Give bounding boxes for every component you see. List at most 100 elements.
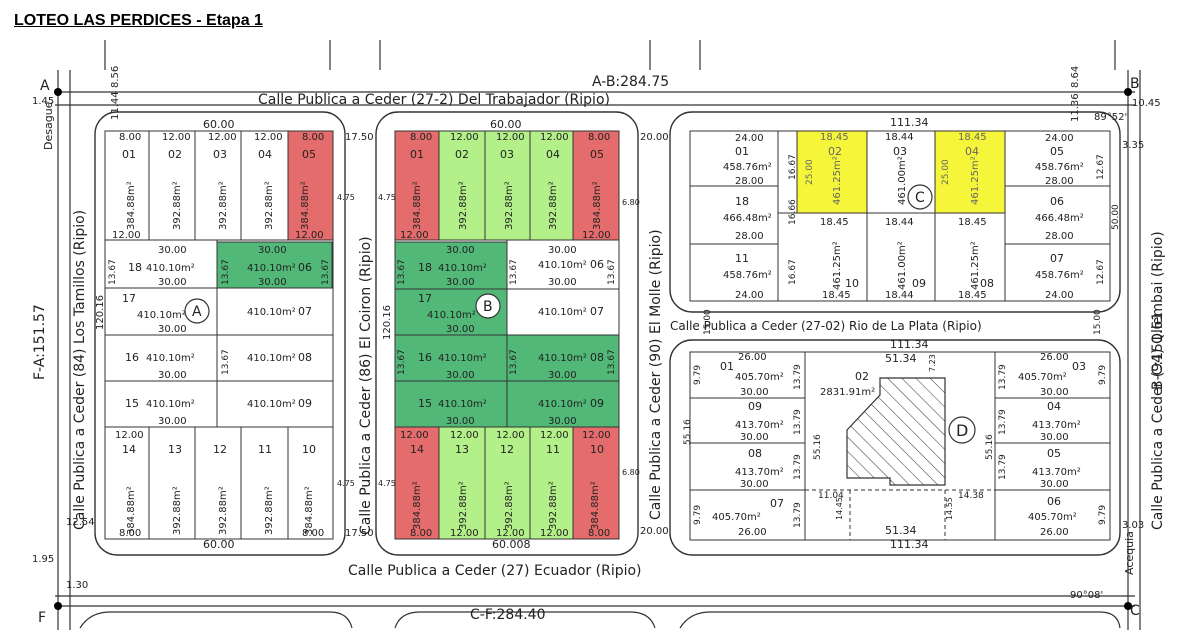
block-a-letter: A [192, 304, 202, 320]
lot-b04-fill [529, 130, 574, 241]
lot-a18-width2: 30.00 [158, 277, 187, 288]
lot-d03-number: 03 [1072, 360, 1086, 373]
lot-d-side-10: 9.79 [1098, 365, 1108, 385]
lot-c04-depth: 25.00 [941, 159, 951, 185]
lot-b16-width: 30.00 [446, 370, 475, 381]
lot-b18-width2: 30.00 [446, 277, 475, 288]
lot-c02-width: 18.45 [820, 132, 849, 143]
lot-b15-area: 410.10m² [438, 399, 487, 410]
block-d-top-width: 111.34 [890, 338, 929, 351]
lot-d06-number: 06 [1047, 495, 1061, 508]
lot-a16-area: 410.10m² [146, 353, 195, 364]
lot-b12-width: 12.00 [496, 430, 525, 441]
lot-a08-number: 08 [298, 351, 312, 364]
lot-b09-number: 09 [590, 397, 604, 410]
lot-c02-depth: 25.00 [805, 159, 815, 185]
building-hatch [846, 377, 946, 486]
lot-b05-number: 05 [590, 148, 604, 161]
lot-d-side-4: 13.79 [793, 502, 803, 528]
lot-b03-area: 392.88m² [504, 181, 515, 230]
lot-c05-width: 24.00 [1045, 133, 1074, 144]
lot-a04-width: 12.00 [254, 132, 283, 143]
lot-b11-width: 12.00 [540, 430, 569, 441]
lot-d06-width: 26.00 [1040, 527, 1069, 538]
perimeter-cf: C-F:284.40 [470, 607, 546, 623]
lot-b09-width: 30.00 [548, 416, 577, 427]
lot-d04-area: 413.70m² [1032, 420, 1081, 431]
lot-a10-number: 10 [302, 443, 316, 456]
lot-a17-number: 17 [122, 292, 136, 305]
edge-angle-top: 89°52' [1094, 112, 1127, 123]
lot-c-mid-width: 18.45 [820, 217, 849, 228]
lot-d-side-8: 13.79 [998, 409, 1008, 435]
lot-c01-width: 24.00 [735, 133, 764, 144]
lot-a07-area: 410.10m² [247, 307, 296, 318]
lot-a15-width: 30.00 [158, 416, 187, 427]
lot-c18-area: 466.48m² [723, 213, 772, 224]
lot-a08-area: 410.10m² [247, 353, 296, 364]
edge-1136: 11.36 [1070, 93, 1081, 122]
lot-b-side-h5: 13.67 [509, 349, 519, 375]
lot-b11-number: 11 [546, 443, 560, 456]
block-b-outline [375, 111, 639, 556]
corner-b-label: B [1130, 76, 1140, 92]
edge-145: 1.45 [32, 96, 54, 107]
lot-c03-width: 18.44 [885, 132, 914, 143]
lot-c07-area: 458.76m² [1035, 270, 1084, 281]
lot-d-side-6: 9.79 [693, 505, 703, 525]
lot-a03-number: 03 [213, 148, 227, 161]
lot-b18-width: 30.00 [446, 245, 475, 256]
lot-a-top-bottom-width2: 12.00 [295, 230, 324, 241]
lot-c04-width: 18.45 [958, 132, 987, 143]
street-el-molle: Calle Publica a Ceder (90) El Molle (Rip… [648, 229, 664, 520]
lot-b09-fill [506, 380, 620, 428]
lot-a04-area: 392.88m² [264, 181, 275, 230]
lot-c-side-2: 16.66 [788, 199, 798, 225]
lot-d05-depth: 30.00 [1040, 479, 1069, 490]
lot-a18-area: 410.10m² [146, 263, 195, 274]
block-b-bottom-width: 60.008 [492, 538, 531, 551]
corner-markers [54, 88, 1132, 610]
block-d-center-bottom: 51.34 [885, 524, 917, 537]
lot-b11-bottom: 12.00 [540, 528, 569, 539]
edge-angle-bottom: 90°08' [1070, 590, 1103, 601]
lot-b-side-h4: 13.67 [397, 349, 407, 375]
lot-d08-area: 413.70m² [735, 467, 784, 478]
street-left: Calle Publica a Ceder (84) Los Tamillos … [72, 210, 88, 530]
lot-d04-number: 04 [1047, 400, 1061, 413]
edge-1045: 10.45 [1132, 98, 1161, 109]
lot-d-depth-left: 55.16 [683, 419, 693, 445]
edge-1500-b: 15.00 [1093, 309, 1103, 335]
edge-335: 3.35 [1122, 140, 1144, 151]
lot-a18-number: 18 [128, 261, 142, 274]
lot-a14-width: 12.00 [115, 430, 144, 441]
lot-a04-number: 04 [258, 148, 272, 161]
page-title: LOTEO LAS PERDICES - Etapa 1 [14, 12, 263, 29]
lot-c10-number: 10 [845, 277, 859, 290]
lot-c-mid-width3: 18.45 [958, 217, 987, 228]
lot-b04-number: 04 [546, 148, 560, 161]
edge-5000: 50.00 [1111, 204, 1121, 230]
lot-b13-number: 13 [455, 443, 469, 456]
lot-a-side-h4: 13.67 [221, 349, 231, 375]
lot-b02-area: 392.88m² [458, 181, 469, 230]
edge-864: 8.64 [1070, 66, 1081, 88]
lot-a11-area: 392.88m² [264, 486, 275, 535]
lot-d01-number: 01 [720, 360, 734, 373]
edge-1500-a: 15.00 [703, 309, 713, 335]
lot-c08-number: 08 [980, 277, 994, 290]
lot-b01-width: 8.00 [410, 132, 432, 143]
lot-b10-fill [572, 426, 620, 540]
lot-d01-area: 405.70m² [735, 372, 784, 383]
lot-b14-bottom: 8.00 [410, 528, 432, 539]
block-b-letter: B [483, 299, 493, 315]
lot-b16-area: 410.10m² [438, 353, 487, 364]
lot-a02-width: 12.00 [162, 132, 191, 143]
lot-a09-area: 410.10m² [247, 399, 296, 410]
lot-b06-width2: 30.00 [548, 277, 577, 288]
lot-b13-area: 392.88m² [458, 481, 469, 530]
lot-b-side-h2: 13.67 [509, 259, 519, 285]
edge-130: 1.30 [66, 580, 88, 591]
lot-d-dim-1104: 11.04 [818, 491, 844, 501]
